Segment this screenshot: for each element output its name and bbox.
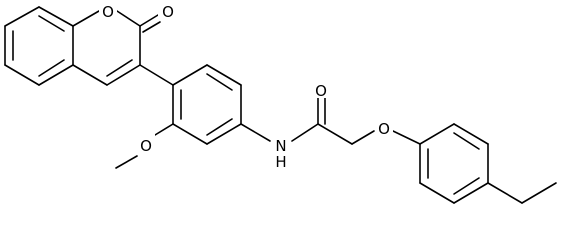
- atom-o-amide-carbonyl: O: [315, 82, 327, 100]
- atom-h-amide: H: [275, 153, 286, 171]
- coumarin-pyranone-ring: [72, 10, 161, 86]
- amide-linkage: [240, 97, 421, 145]
- biaryl-bond: [139, 64, 174, 86]
- coumarin-benzo-ring: [4, 6, 74, 86]
- ethylphenyl-ring: [419, 123, 489, 204]
- chemical-structure-diagram: O O O N H O O: [4, 2, 557, 204]
- methoxy-group: [115, 123, 174, 169]
- central-phenyl-ring: [172, 64, 242, 145]
- atom-o-ether: O: [378, 120, 390, 138]
- atom-n-amide: N: [275, 137, 286, 155]
- atom-o-coumarin-carbonyl: O: [162, 3, 174, 21]
- structure-canvas: O O O N H O O: [4, 2, 557, 204]
- atom-o-methoxy: O: [140, 137, 152, 155]
- atom-o-lactone: O: [102, 3, 114, 21]
- ethyl-group: [487, 182, 557, 204]
- atom-labels: O O O N H O O: [99, 2, 393, 171]
